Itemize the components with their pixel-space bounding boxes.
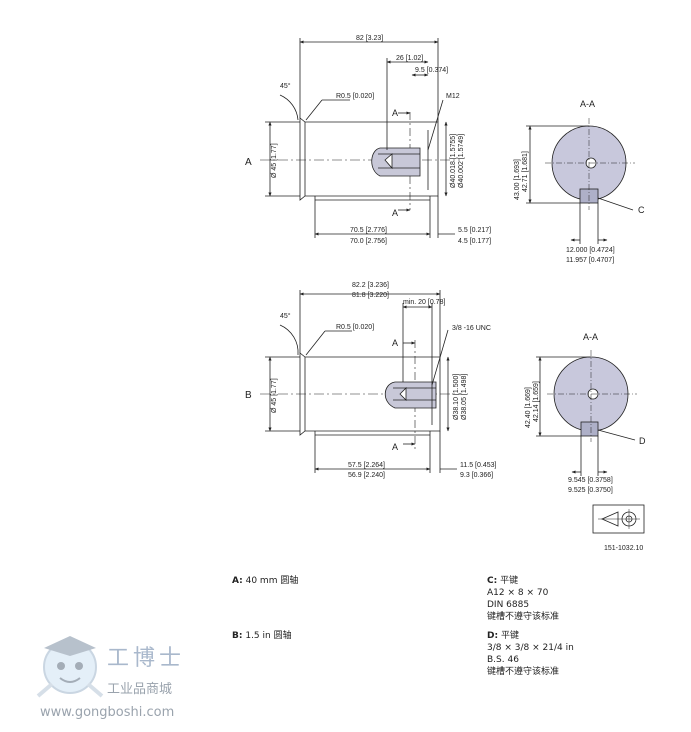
legend-a-text: 40 mm 圆轴 [245,576,299,586]
section-a-title: A-A [580,99,595,109]
section-b-view [536,350,637,476]
view-a-thread: M12 [446,93,460,100]
section-a-height-1: 43.00 [1.693] [514,159,521,200]
section-b-key-label: D [639,436,646,446]
watermark-title: 工博士 [107,646,186,671]
view-b-thread-depth: min. 20 [0.78] [403,299,445,306]
legend-c-line-1: A12 × 8 × 70 [487,588,549,598]
view-a-section-mark-top: A [392,108,398,118]
legend-c-line-3: 键槽不遵守该标准 [487,612,560,622]
view-b-pilot-dia-2: Ø38.05 [1.498] [461,374,468,420]
section-b-title: A-A [583,332,598,342]
section-b-key-width-1: 9.545 [0.3758] [568,477,613,484]
section-b-height-2: 42.14 [1.659] [533,381,540,422]
view-b-label: B [245,390,252,401]
section-a-height-2: 42.71 [1.681] [522,151,529,192]
view-b-thread: 3/8 -16 UNC [452,325,491,332]
view-a-overall-dim: 82 [3.23] [356,35,383,42]
section-a-view [526,118,635,244]
legend-c-key: C: [487,576,498,586]
view-b-section-mark-bottom: A [392,442,398,452]
view-b-end-2: 9.3 [0.366] [460,472,493,479]
view-a-len-2: 70.0 [2.756] [350,238,387,245]
watermark-url: www.gongboshi.com [40,705,175,720]
legend-a: A: 40 mm 圆轴 [232,575,298,587]
section-b-key-width-2: 9.525 [0.3750] [568,487,613,494]
section-b-height-1: 42.40 [1.669] [525,387,532,428]
watermark-subtitle: 工业品商城 [107,682,173,697]
legend-b-key: B: [232,631,243,641]
view-a-thread-offset: 9.5 [0.374] [415,67,448,74]
view-b-overall-dim-2: 81.8 [3.220] [352,292,389,299]
legend-a-key: A: [232,576,243,586]
view-a-len-1: 70.5 [2.776] [350,227,387,234]
view-a-radius: R0.5 [0.020] [336,93,374,100]
legend-d-key: D: [487,631,499,641]
view-a-section-mark-bottom: A [392,208,398,218]
legend-c-line-2: DIN 6885 [487,600,530,610]
section-a-key-label: C [638,205,645,215]
view-b-end-1: 11.5 [0.453] [460,462,497,469]
legend-d: D: 平键 3/8 × 3/8 × 21/4 in B.S. 46 键槽不遵守该… [487,630,574,678]
view-a-shaft-dia: Ø 45 [1.77] [271,143,278,178]
shaft-view-b [260,290,462,473]
view-a-thread-depth: 26 [1.02] [396,55,423,62]
view-b-shaft-dia: Ø 45 [1.77] [271,378,278,413]
legend-c: C: 平键 A12 × 8 × 70 DIN 6885 键槽不遵守该标准 [487,575,559,623]
drawing-number: 151-1032.10 [604,545,643,552]
view-b-pilot-dia-1: Ø38.10 [1.500] [453,374,460,420]
section-a-key-width-1: 12.000 [0.4724] [566,247,615,254]
legend-d-line-1: 3/8 × 3/8 × 21/4 in [487,643,574,653]
watermark-mascot-icon [36,636,104,698]
legend-d-line-3: 键槽不遵守该标准 [487,667,560,677]
view-a-pilot-dia-2: Ø40.002 [1.5749] [458,134,465,188]
view-b-section-mark-top: A [392,338,398,348]
view-a-end-1: 5.5 [0.217] [458,227,491,234]
view-a-chamfer: 45° [280,82,291,90]
view-a-label: A [245,157,252,168]
view-b-len-2: 56.9 [2.240] [348,472,385,479]
legend-d-line-2: B.S. 46 [487,655,519,665]
view-b-overall-dim-1: 82.2 [3.236] [352,282,389,289]
view-a-pilot-dia-1: Ø40.018 [1.5755] [450,134,457,188]
view-b-len-1: 57.5 [2.264] [348,462,385,469]
view-b-radius: R0.5 [0.020] [336,324,374,331]
view-b-chamfer: 45° [280,312,291,320]
legend-b: B: 1.5 in 圆轴 [232,630,292,642]
legend-c-line-0: 平键 [500,576,519,586]
section-a-key-width-2: 11.957 [0.4707] [566,257,614,264]
view-a-end-2: 4.5 [0.177] [458,238,491,245]
legend-b-text: 1.5 in 圆轴 [245,631,292,641]
legend-d-line-0: 平键 [500,631,519,641]
shaft-view-a [260,38,460,238]
projection-symbol-icon [592,504,645,534]
